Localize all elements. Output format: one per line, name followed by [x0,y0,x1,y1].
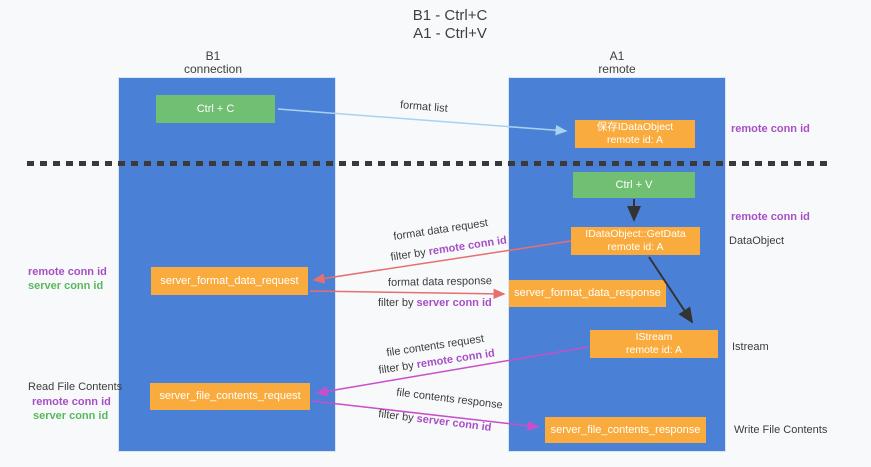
read-file-contents-annotation: Read File Contents [28,381,123,393]
lane-header-a1: A1 remote [547,50,687,76]
lane-b1-name: B1 [205,49,221,63]
filter-by-text: filter by [377,408,415,425]
istream-line2: remote id: A [625,344,683,356]
server-conn-id-key: server conn id [416,297,492,309]
dataobject-annotation: DataObject [729,235,785,247]
file-contents-response-label: file contents response [395,386,504,412]
filter-by-text: filter by [389,246,427,264]
node-istream: IStream remote id: A [590,330,718,358]
server-conn-id-annotation-bottom-left: server conn id [33,410,109,422]
remote-conn-id-annotation-bottom-left: remote conn id [32,396,111,408]
keep-idataobject-line1: 保存IDataObject [596,121,674,133]
remote-conn-id-annotation-top-right: remote conn id [731,123,810,135]
node-server-format-data-response: server_format_data_response [509,280,666,307]
diagram-title: B1 - Ctrl+C A1 - Ctrl+V [350,7,550,43]
format-data-response-filter-label: filter by server conn id [378,297,492,309]
ctrl-c-label: Ctrl + C [196,102,235,115]
remote-conn-id-annotation-mid-right: remote conn id [731,211,810,223]
server-format-data-response-label: server_format_data_response [514,287,661,299]
keep-idataobject-line2: remote id: A [606,134,664,146]
getdata-line2: remote id: A [607,241,664,253]
title-line-1: B1 - Ctrl+C [412,7,488,24]
lane-a1-role: remote [598,62,636,76]
filter-by-text: filter by [377,359,415,377]
server-file-contents-response-label: server_file_contents_response [550,423,701,436]
server-conn-id-annotation-mid-left: server conn id [28,280,104,292]
remote-conn-id-key: remote conn id [427,234,508,258]
node-server-file-contents-request: server_file_contents_request [150,383,310,410]
format-data-response-arrow [309,288,506,300]
node-server-file-contents-response: server_file_contents_response [545,417,706,443]
lane-a1-name: A1 [609,49,625,63]
write-file-contents-annotation: Write File Contents [734,424,828,436]
phase-separator-dashed-line [27,161,833,166]
istream-annotation: Istream [732,341,769,353]
filter-by-text: filter by [378,297,414,309]
format-data-response-label: format data response [387,275,493,289]
istream-line1: IStream [635,331,673,343]
title-line-2: A1 - Ctrl+V [413,25,487,42]
getdata-line1: IDataObject::GetData [585,228,686,240]
node-keep-idataobject: 保存IDataObject remote id: A [575,120,695,148]
ctrl-v-label: Ctrl + V [615,178,653,191]
node-server-format-data-request: server_format_data_request [151,267,308,295]
node-ctrl-c: Ctrl + C [156,95,275,123]
remote-conn-id-annotation-mid-left: remote conn id [28,266,107,278]
file-contents-response-filter-label: filter by server conn id [378,408,492,434]
format-list-label: format list [399,99,449,115]
node-ctrl-v: Ctrl + V [573,172,695,198]
lane-header-b1: B1 connection [143,50,283,76]
node-idataobject-getdata: IDataObject::GetData remote id: A [571,227,700,255]
server-conn-id-key: server conn id [415,412,493,434]
server-format-data-request-label: server_format_data_request [160,274,299,287]
lane-b1-role: connection [183,62,243,76]
server-file-contents-request-label: server_file_contents_request [159,390,301,402]
